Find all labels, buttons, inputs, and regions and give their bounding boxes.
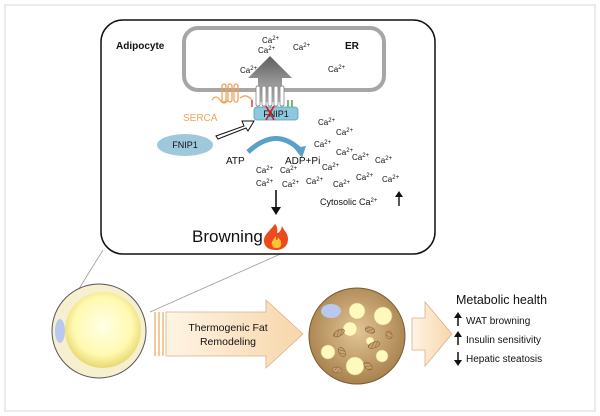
process-arrow bbox=[154, 299, 304, 369]
atp-arrowhead bbox=[294, 146, 306, 158]
fnip1-oval bbox=[157, 134, 213, 156]
process-line2: Remodeling bbox=[200, 336, 256, 348]
browning-down-arrow-icon bbox=[271, 190, 281, 215]
zoom-line-right bbox=[149, 251, 286, 313]
outcome-arrow bbox=[411, 300, 453, 368]
ca-ion: Ca bbox=[262, 36, 273, 45]
cytosolic-up-arrow-icon bbox=[395, 191, 403, 206]
outcome-down-arrow-icon bbox=[454, 352, 462, 366]
svg-text:Ca2+: Ca2+ bbox=[256, 179, 274, 188]
adp-label: ADP+Pi bbox=[285, 156, 320, 167]
outcome-item: Hepatic steatosis bbox=[466, 354, 542, 365]
mitochondria bbox=[331, 326, 393, 374]
calcium-ions: Ca2+ Ca2+ Ca2+ Ca2+ Ca2+ Ca2+ Ca2+ Ca2+ … bbox=[240, 36, 400, 189]
serca-icon bbox=[211, 83, 253, 104]
fnip1-pump-label: FNIP1 bbox=[263, 109, 289, 119]
fnip1-arrow bbox=[215, 120, 255, 140]
atp-label: ATP bbox=[226, 156, 245, 167]
nucleus-white bbox=[55, 319, 65, 343]
serca-label: SERCA bbox=[183, 113, 218, 124]
svg-text:Ca2+: Ca2+ bbox=[336, 128, 354, 137]
svg-text:Ca2+: Ca2+ bbox=[256, 166, 274, 175]
atp-hydrolysis-arrow bbox=[246, 136, 302, 154]
pump-channel bbox=[251, 85, 293, 108]
browning-label: Browning bbox=[192, 227, 263, 246]
flame-icon bbox=[263, 224, 288, 250]
svg-text:Ca2+: Ca2+ bbox=[352, 153, 370, 162]
svg-text:Ca2+: Ca2+ bbox=[262, 36, 280, 45]
inhibition-mark bbox=[265, 105, 275, 121]
svg-text:Ca2+: Ca2+ bbox=[375, 156, 393, 165]
outcome-up-arrow-icon bbox=[454, 312, 462, 326]
beige-lipid-droplets bbox=[320, 302, 393, 376]
svg-text:Ca2+: Ca2+ bbox=[328, 65, 346, 74]
svg-text:Ca2+: Ca2+ bbox=[282, 180, 300, 189]
outcome-up-arrow-icon bbox=[454, 331, 462, 345]
cytosolic-label: Cytosolic Ca2+ bbox=[320, 197, 378, 207]
svg-text:Ca2+: Ca2+ bbox=[322, 163, 340, 172]
svg-text:Ca2+: Ca2+ bbox=[333, 180, 351, 189]
svg-text:Ca2+: Ca2+ bbox=[258, 46, 276, 55]
lipid-droplet bbox=[65, 292, 141, 368]
pump-base bbox=[253, 106, 299, 121]
svg-text:Ca2+: Ca2+ bbox=[314, 140, 332, 149]
cell-label: Adipocyte bbox=[116, 41, 165, 52]
outcome-item: Insulin sensitivity bbox=[466, 335, 541, 346]
er-label: ER bbox=[345, 41, 360, 52]
svg-text:Ca2+: Ca2+ bbox=[280, 166, 298, 175]
metabolic-title: Metabolic health bbox=[456, 293, 547, 307]
svg-text:Ca2+: Ca2+ bbox=[382, 175, 400, 184]
nucleus-beige bbox=[321, 304, 341, 318]
process-line1: Thermogenic Fat bbox=[188, 322, 267, 334]
svg-text:Ca2+: Ca2+ bbox=[306, 177, 324, 186]
svg-text:Ca2+: Ca2+ bbox=[240, 66, 258, 75]
fnip1-oval-label: FNIP1 bbox=[172, 140, 198, 150]
svg-text:Ca2+: Ca2+ bbox=[336, 148, 354, 157]
outcome-item: WAT browning bbox=[466, 316, 530, 327]
svg-text:Ca2+: Ca2+ bbox=[356, 173, 374, 182]
svg-text:Ca2+: Ca2+ bbox=[293, 43, 311, 52]
svg-text:Ca2+: Ca2+ bbox=[318, 118, 336, 127]
